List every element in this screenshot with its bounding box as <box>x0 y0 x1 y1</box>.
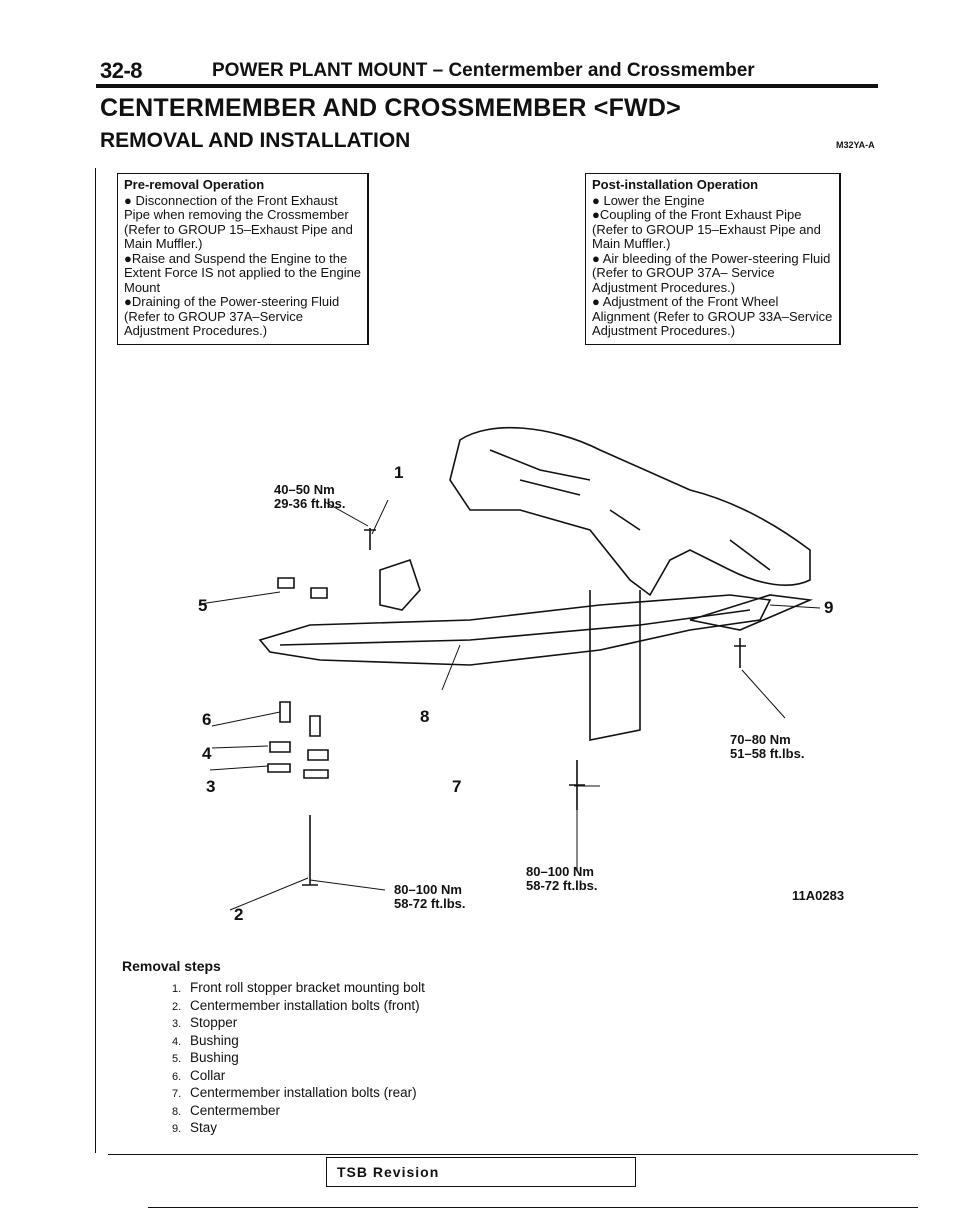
post-installation-heading: Post-installation Operation <box>592 177 759 192</box>
list-item: 2.Centermember installation bolts (front… <box>172 997 420 1013</box>
section-title: POWER PLANT MOUNT – Centermember and Cro… <box>212 60 755 81</box>
removal-steps: Removal steps 1.Front roll stopper brack… <box>122 958 425 1138</box>
list-item: 5.Bushing <box>172 1050 239 1065</box>
post-installation-item: ●Coupling of the Front Exhaust Pipe (Ref… <box>592 207 821 251</box>
part-7-bolt <box>569 760 585 810</box>
page-number: 32-8 <box>100 58 143 83</box>
list-item: 4.Bushing <box>172 1032 239 1048</box>
footer-rule <box>108 1154 918 1155</box>
removal-step-list: 1.Front roll stopper bracket mounting bo… <box>172 980 425 1138</box>
bottom-rule <box>148 1207 918 1208</box>
callout-9: 9 <box>824 598 833 617</box>
pre-removal-box: Pre-removal Operation ● Disconnection of… <box>117 173 369 345</box>
leader-lines <box>199 499 821 911</box>
centermember-inner <box>279 609 751 646</box>
part-6-collar <box>279 701 321 737</box>
pre-removal-item: ●Raise and Suspend the Engine to the Ext… <box>124 250 362 295</box>
list-item: 9.Stay <box>172 1120 218 1135</box>
stay <box>689 594 814 631</box>
engine-outline <box>449 426 811 597</box>
centermember-bracket <box>589 590 641 741</box>
tsb-revision-box: TSB Revision <box>326 1157 636 1187</box>
part-5-bushing <box>277 577 328 599</box>
margin-rule <box>95 168 96 1153</box>
post-installation-box: Post-installation Operation ● Lower the … <box>585 173 841 345</box>
torque-9-ftlbs: 51–58 ft.lbs. <box>730 746 804 761</box>
part-4-bushing <box>269 741 329 761</box>
callout-8: 8 <box>420 707 429 726</box>
post-installation-item: ● Lower the Engine <box>592 192 705 208</box>
list-item: 3.Stopper <box>172 1015 238 1030</box>
header-rule <box>96 84 878 88</box>
pre-removal-item: ●Draining of the Power-steering Fluid (R… <box>124 294 340 338</box>
part-9-bolt <box>734 638 746 668</box>
torque-7-ftlbs: 58-72 ft.lbs. <box>526 878 598 893</box>
callout-5: 5 <box>198 596 207 615</box>
callout-6: 6 <box>202 710 211 729</box>
exploded-diagram: 1 2 3 4 5 6 7 8 9 40–50 Nm 29-36 ft.lbs.… <box>198 426 844 924</box>
list-item: 6.Collar <box>172 1067 226 1083</box>
part-3-stopper <box>267 763 329 779</box>
torque-1-ftlbs: 29-36 ft.lbs. <box>274 496 346 511</box>
torque-9-nm: 70–80 Nm <box>730 732 791 747</box>
page-title: CENTERMEMBER AND CROSSMEMBER <FWD> <box>100 94 681 122</box>
callout-4: 4 <box>202 744 212 763</box>
callout-1: 1 <box>394 463 403 482</box>
torque-2-ftlbs: 58-72 ft.lbs. <box>394 896 466 911</box>
callout-2: 2 <box>234 905 243 924</box>
list-item: 1.Front roll stopper bracket mounting bo… <box>172 980 425 995</box>
list-item: 8.Centermember <box>172 1102 281 1118</box>
removal-heading: Removal steps <box>122 958 221 974</box>
centermember <box>258 594 772 666</box>
torque-7-nm: 80–100 Nm <box>526 864 594 879</box>
torque-1-nm: 40–50 Nm <box>274 482 335 497</box>
page-subtitle: REMOVAL AND INSTALLATION <box>100 129 411 152</box>
roll-stopper-bracket <box>379 558 421 611</box>
pre-removal-heading: Pre-removal Operation <box>124 177 265 192</box>
part-2-bolt <box>302 815 318 886</box>
doc-code: M32YA-A <box>836 140 875 150</box>
torque-2-nm: 80–100 Nm <box>394 882 462 897</box>
callout-3: 3 <box>206 777 215 796</box>
post-installation-item: ● Air bleeding of the Power-steering Flu… <box>592 250 831 295</box>
engine-detail <box>489 449 771 571</box>
pre-removal-item: ● Disconnection of the Front Exhaust Pip… <box>124 192 353 251</box>
part-1-bolt <box>364 528 376 550</box>
list-item: 7.Centermember installation bolts (rear) <box>172 1085 417 1100</box>
callout-7: 7 <box>452 777 461 796</box>
figure-code: 11A0283 <box>792 888 844 903</box>
post-installation-item: ● Adjustment of the Front Wheel Alignmen… <box>592 294 833 338</box>
